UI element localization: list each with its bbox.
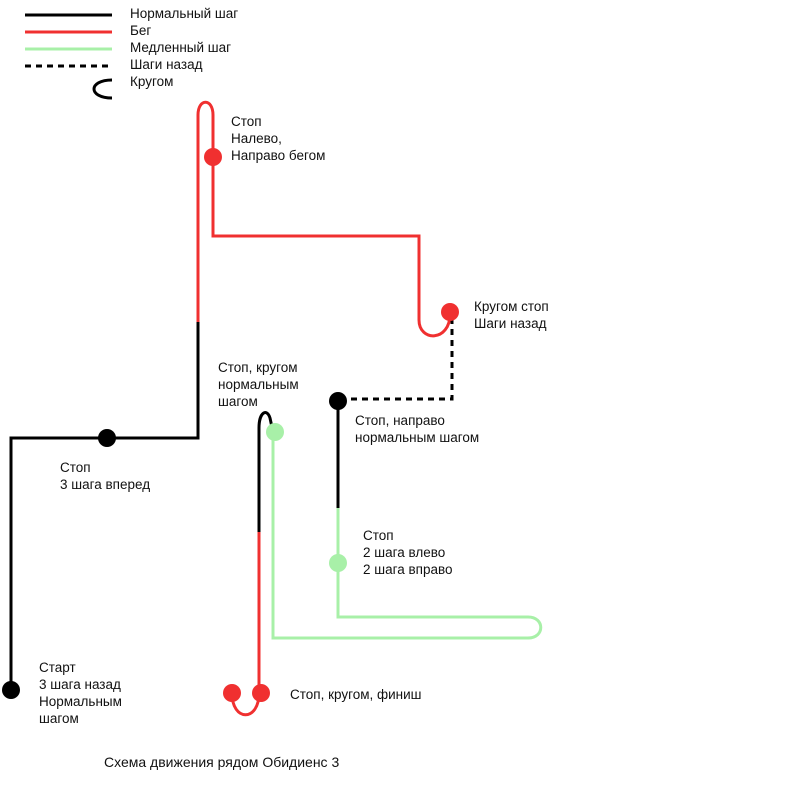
dot-stop-left-right (329, 554, 347, 572)
dot-stop-left (204, 148, 222, 166)
path-slow-loop-b (271, 432, 528, 640)
label-start-line4: шагом (39, 711, 79, 726)
path-turn-mid (257, 411, 275, 433)
label-stop-left-line2: Налево, (231, 131, 282, 146)
label-start: Старт 3 шага назад Нормальным шагом (39, 659, 122, 727)
legend-turn-label: Кругом (130, 74, 174, 89)
label-stop-forward-line1: Стоп (60, 460, 91, 475)
path-normal-start (9, 322, 200, 690)
label-stop-left-right-line3: 2 шага вправо (363, 562, 453, 577)
label-stop-left-line1: Стоп (231, 114, 262, 129)
label-stop-forward-line2: 3 шага вперед (60, 477, 151, 492)
legend-normal-label: Нормальный шаг (130, 6, 239, 21)
legend (25, 13, 113, 100)
label-turn-stop-line1: Кругом стоп (474, 299, 549, 314)
label-stop-turn-line2: нормальным (218, 377, 299, 392)
path-back-steps (338, 318, 454, 401)
path-turn-top (196, 100, 215, 116)
dot-stop-forward (98, 429, 116, 447)
label-stop-turn-line1: Стоп, кругом (218, 360, 298, 375)
legend-turn-icon (92, 78, 113, 100)
legend-slow-label: Медленный шаг (130, 40, 232, 55)
label-stop-left-right: Стоп 2 шага влево 2 шага вправо (363, 527, 453, 578)
dot-stop-right (329, 392, 347, 410)
dot-start (2, 681, 20, 699)
label-stop-left: Стоп Налево, Направо бегом (231, 113, 325, 164)
legend-run-label: Бег (130, 23, 152, 38)
label-start-line3: Нормальным (39, 694, 122, 709)
label-stop-right-line1: Стоп, направо (355, 413, 445, 428)
dot-stop-turn (266, 423, 284, 441)
label-start-line1: Старт (39, 660, 76, 675)
label-stop-left-right-line1: Стоп (363, 528, 394, 543)
dot-finish-b (252, 684, 270, 702)
label-stop-right: Стоп, направо нормальным шагом (355, 412, 479, 446)
label-stop-right-line2: нормальным шагом (355, 430, 480, 445)
path-slow-turn (527, 615, 543, 640)
path-slow-loop-a (336, 508, 528, 619)
label-finish: Стоп, кругом, финиш (290, 687, 422, 702)
label-start-line2: 3 шага назад (39, 677, 121, 692)
label-stop-turn-line3: шагом (218, 394, 258, 409)
label-stop-left-line3: Направо бегом (231, 148, 326, 163)
diagram-caption: Схема движения рядом Обидиенс 3 (104, 754, 340, 770)
label-turn-stop: Кругом стоп Шаги назад (474, 298, 549, 332)
legend-back-label: Шаги назад (130, 57, 203, 72)
label-turn-stop-line2: Шаги назад (474, 316, 547, 331)
label-stop-left-right-line2: 2 шага влево (363, 545, 446, 560)
dot-turn-stop (441, 303, 459, 321)
dot-finish-a (223, 684, 241, 702)
label-stop-forward: Стоп 3 шага вперед (60, 459, 150, 493)
label-stop-turn: Стоп, кругом нормальным шагом (218, 359, 299, 410)
path-run-right (211, 115, 421, 320)
